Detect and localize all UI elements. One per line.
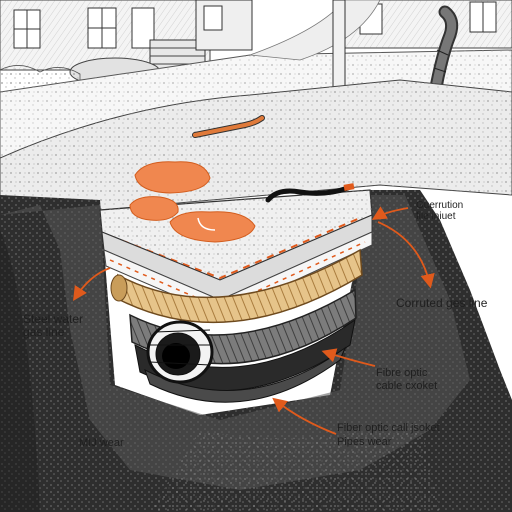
label-fibre-optic-cable: Fibre optic cable cxoket <box>376 367 437 393</box>
label-fiber-optic-jacket: Fiber optic call jsoket Pipes wear <box>337 421 440 449</box>
label-line: Fiber optic call jsoket <box>337 422 440 434</box>
corrugated-gas-pipe <box>110 248 363 324</box>
label-line: gas line <box>23 325 65 339</box>
surface-pipe <box>192 115 265 138</box>
orange-stain <box>129 161 256 243</box>
label-line: cable cxoket <box>376 380 438 392</box>
label-mj-wear: MIJ wear <box>79 437 124 449</box>
label-guerrution: Guerrution file iniuet <box>416 200 463 222</box>
surface-hose <box>265 183 355 203</box>
label-line: Guerrution <box>416 200 464 211</box>
label-line: Fibre optic <box>376 367 428 379</box>
steel-pipe-end <box>146 320 214 384</box>
label-corrugated-gas-line: Corruted ges line <box>396 296 488 310</box>
house-illustration-right <box>344 0 512 49</box>
label-line: Steel water <box>23 312 84 326</box>
label-line: Pipes wear <box>337 436 392 448</box>
label-line: file iniuet <box>416 211 456 222</box>
label-steel-water-gas-line: Steel water gas line <box>23 313 83 339</box>
orange-arrow <box>73 206 435 435</box>
